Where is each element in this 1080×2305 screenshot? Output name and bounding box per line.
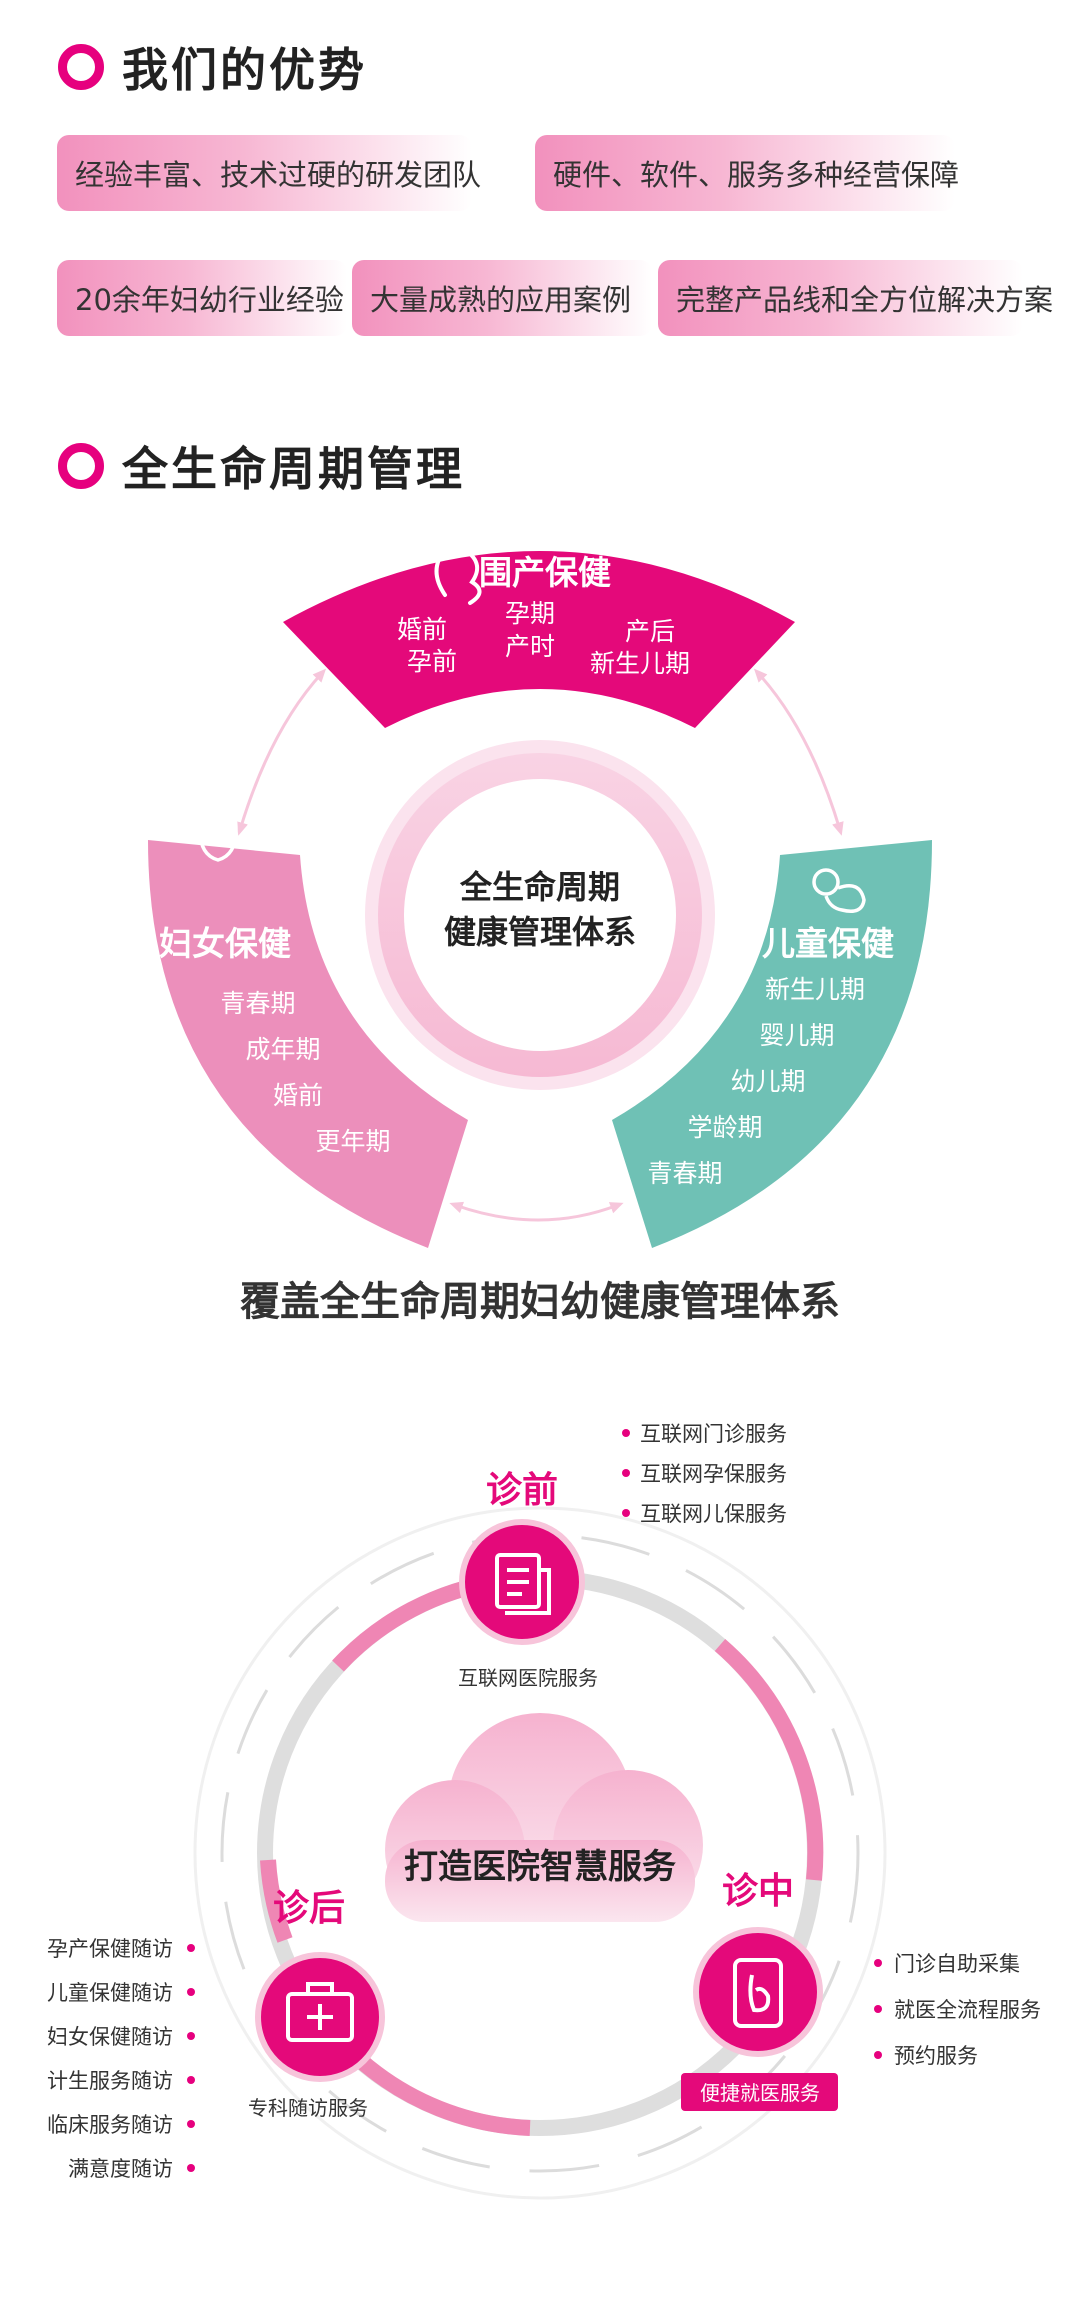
document-icon [495, 1553, 551, 1615]
woman-icon [198, 800, 238, 862]
advantages-section-title: 我们的优势 [58, 34, 367, 100]
perinatal-stage: 产时 [505, 632, 555, 661]
main-ring-pink-arc [354, 2053, 531, 2136]
post-service-item: 满意度随访 [68, 2153, 195, 2183]
during-label: 便捷就医服务 [700, 2081, 820, 2105]
pregnancy-icon [434, 546, 482, 605]
lifecycle-title: 全生命周期管理 [122, 442, 465, 496]
women-stage: 更年期 [315, 1127, 390, 1156]
children-stage: 幼儿期 [730, 1067, 805, 1096]
medical-kit-icon [286, 1982, 354, 2042]
pre-service-item: 互联网孕保服务 [622, 1458, 787, 1488]
cloud-shape [385, 1713, 703, 1922]
post-service-item: 儿童保健随访 [47, 1977, 195, 2007]
perinatal-stage: 婚前 [397, 615, 447, 644]
lifecycle-diagram: 围产保健 婚前 孕前 孕期 产时 产后 新生儿期 全生命周期 健康管理体系 妇女… [148, 546, 932, 1325]
main-ring-pink-arc [714, 1638, 824, 1881]
advantage-tag: 经验丰富、技术过硬的研发团队 [57, 135, 481, 211]
during-service-label: 门诊自助采集 [894, 1952, 1020, 1976]
post-title: 诊后 [273, 1888, 345, 1929]
during-service-item: 预约服务 [874, 2040, 978, 2070]
pre-title: 诊前 [486, 1470, 558, 1511]
bullet-icon [622, 1509, 630, 1517]
advantages-title: 我们的优势 [122, 43, 367, 97]
post-service-item: 计生服务随访 [47, 2065, 195, 2095]
baby-icon [812, 868, 866, 913]
bullet-icon [187, 2164, 195, 2172]
post-service-item: 妇女保健随访 [47, 2021, 195, 2051]
children-stage: 婴儿期 [759, 1021, 834, 1050]
pre-service-label: 互联网门诊服务 [640, 1422, 787, 1446]
perinatal-title: 围产保健 [479, 553, 611, 592]
pre-service-item: 互联网门诊服务 [622, 1418, 787, 1448]
during-service-item: 门诊自助采集 [874, 1948, 1020, 1978]
during-node [693, 1927, 823, 2057]
bullet-icon [187, 1944, 195, 1952]
arrow-children-women [449, 1201, 624, 1222]
women-stage: 青春期 [220, 989, 295, 1018]
lifecycle-caption: 覆盖全生命周期妇幼健康管理体系 [239, 1279, 840, 1325]
bullet-icon [187, 2032, 195, 2040]
main-ring-pink-arc [260, 1859, 293, 1943]
center-title-line1: 全生命周期 [459, 868, 620, 906]
during-label-badge [681, 2073, 838, 2111]
children-title: 儿童保健 [762, 924, 894, 963]
children-segment [612, 840, 932, 1248]
mobile-icon [733, 1958, 783, 2028]
bullet-icon [622, 1469, 630, 1477]
service-center-title: 打造医院智慧服务 [404, 1847, 676, 1887]
advantage-tag: 大量成熟的应用案例 [352, 260, 652, 336]
post-service-label: 计生服务随访 [47, 2069, 173, 2093]
advantage-tag: 20余年妇幼行业经验 [57, 260, 347, 336]
women-stage: 成年期 [245, 1035, 320, 1064]
circle-icon [58, 44, 104, 90]
pre-service-label: 互联网儿保服务 [640, 1502, 787, 1526]
perinatal-segment [283, 551, 795, 728]
post-service-label: 临床服务随访 [47, 2113, 173, 2137]
arrow-women-perinatal [236, 668, 327, 836]
post-service-label: 满意度随访 [68, 2157, 173, 2181]
bullet-icon [187, 1988, 195, 1996]
bullet-icon [874, 2051, 882, 2059]
women-title: 妇女保健 [159, 924, 291, 963]
post-service-item: 孕产保健随访 [47, 1933, 195, 1963]
bullet-icon [187, 2120, 195, 2128]
women-stage: 婚前 [273, 1081, 323, 1110]
perinatal-stage: 产后 [625, 617, 675, 646]
post-service-label: 妇女保健随访 [47, 2025, 173, 2049]
children-stage: 学龄期 [687, 1113, 762, 1142]
during-title: 诊中 [722, 1871, 794, 1912]
bullet-icon [874, 2005, 882, 2013]
perinatal-stage: 新生儿期 [590, 649, 690, 678]
advantage-tag: 完整产品线和全方位解决方案 [658, 260, 1053, 336]
service-diagram: 打造医院智慧服务 诊前 互联网医院服务 诊中 便捷就医服务 诊后 专科随访服务 [193, 1470, 887, 2200]
children-stage: 青春期 [647, 1159, 722, 1188]
circle-icon [58, 443, 104, 489]
pre-label: 互联网医院服务 [458, 1666, 598, 1690]
advantage-tag: 硬件、软件、服务多种经营保障 [535, 135, 959, 211]
perinatal-stage: 孕前 [407, 647, 457, 676]
bullet-icon [187, 2076, 195, 2084]
outer-ring-faint [193, 1506, 887, 2200]
women-segment [148, 840, 468, 1248]
bullet-icon [874, 1959, 882, 1967]
arrow-perinatal-children [753, 668, 844, 836]
lifecycle-section-title: 全生命周期管理 [58, 433, 465, 499]
post-label: 专科随访服务 [248, 2096, 368, 2120]
center-inner-circle [404, 779, 676, 1051]
center-title-line2: 健康管理体系 [444, 913, 636, 951]
post-service-item: 临床服务随访 [47, 2109, 195, 2139]
during-service-item: 就医全流程服务 [874, 1994, 1041, 2024]
children-stage: 新生儿期 [765, 975, 865, 1004]
perinatal-stage: 孕期 [505, 599, 555, 628]
post-service-label: 儿童保健随访 [47, 1981, 173, 2005]
pre-service-item: 互联网儿保服务 [622, 1498, 787, 1528]
post-service-label: 孕产保健随访 [47, 1937, 173, 1961]
during-service-label: 就医全流程服务 [894, 1998, 1041, 2022]
during-service-label: 预约服务 [894, 2044, 978, 2068]
pre-service-label: 互联网孕保服务 [640, 1462, 787, 1486]
bullet-icon [622, 1429, 630, 1437]
